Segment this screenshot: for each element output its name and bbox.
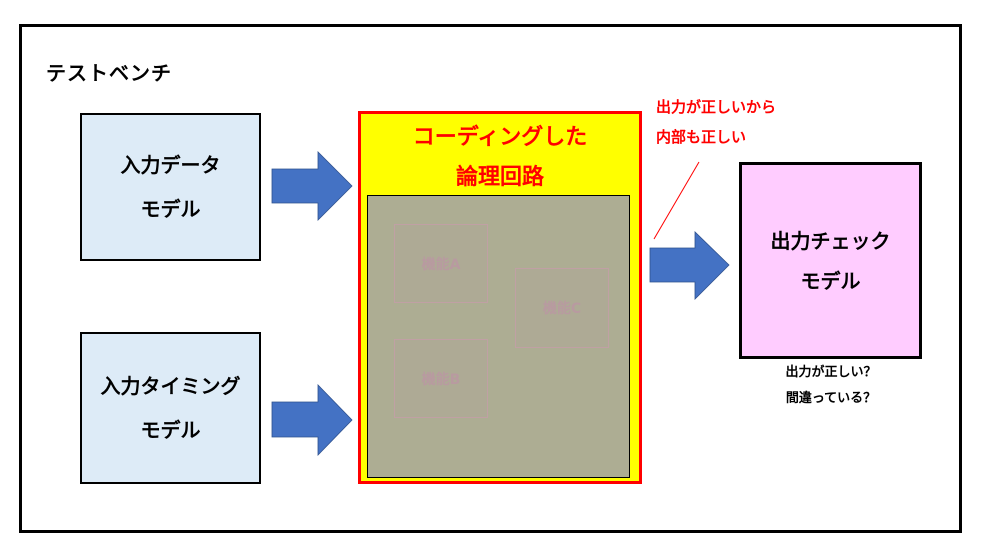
output-check-model-label-1: 出力チェック [770, 228, 891, 253]
input-timing-model: 入力タイミング モデル [80, 332, 261, 484]
input-data-model-label-2: モデル [140, 197, 201, 221]
output-check-note: 出力が正しい？ 間違っている？ [740, 360, 922, 412]
function-a-block: 機能A [394, 224, 488, 303]
annotation-line-1: 出力が正しいから [656, 98, 777, 116]
output-check-note-line-1: 出力が正しい？ [785, 365, 877, 380]
input-timing-model-label-1: 入力タイミング [100, 374, 241, 398]
function-c-block: 機能C [515, 268, 609, 348]
output-check-model: 出力チェック モデル [739, 162, 922, 359]
output-check-model-label-2: モデル [800, 268, 861, 293]
output-check-note-line-2: 間違っている？ [785, 391, 877, 406]
logic-circuit-title-line-2: 論理回路 [455, 165, 544, 190]
logic-circuit-title: コーディングした 論理回路 [358, 118, 642, 198]
logic-circuit-title-line-1: コーディングした [412, 125, 588, 150]
testbench-frame [19, 24, 962, 533]
annotation-callout: 出力が正しいから 内部も正しい [656, 92, 776, 152]
annotation-line-2: 内部も正しい [656, 128, 747, 146]
testbench-title: テストベンチ [46, 61, 172, 85]
input-timing-model-label-2: モデル [140, 418, 201, 442]
input-data-model-label-1: 入力データ [120, 153, 221, 177]
function-b-block: 機能B [394, 339, 488, 418]
input-data-model: 入力データ モデル [80, 113, 261, 261]
